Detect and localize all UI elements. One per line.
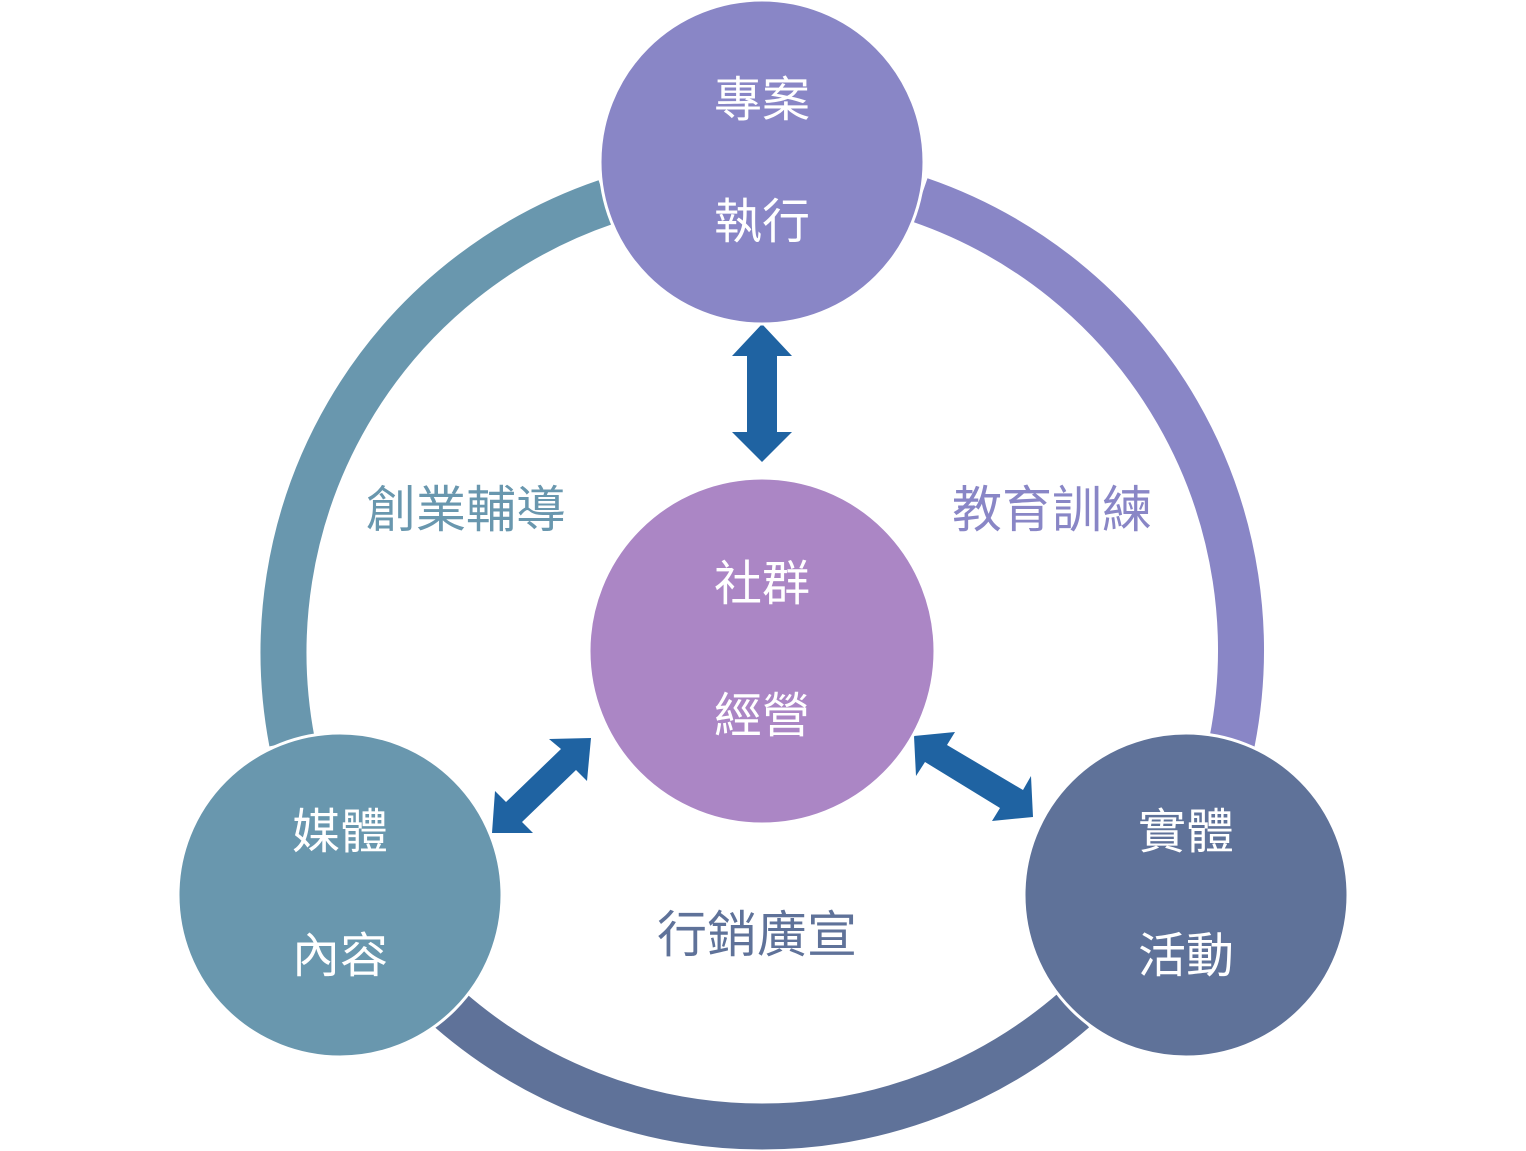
node-right — [1022, 731, 1350, 1059]
edge-label-left: 創業輔導 — [366, 481, 566, 539]
edge-label-right: 教育訓練 — [952, 481, 1152, 539]
arrow-top-center — [732, 324, 792, 462]
arc-bottom — [434, 992, 1090, 1150]
node-center-line2: 經營 — [714, 688, 810, 744]
arc-right — [912, 178, 1264, 747]
arrow-center-right — [914, 732, 1033, 821]
arrow-center-left — [492, 738, 591, 833]
node-right-line1: 實體 — [1138, 804, 1234, 860]
node-right-line2: 活動 — [1138, 928, 1234, 984]
node-left — [176, 731, 504, 1059]
node-center — [587, 476, 937, 826]
arc-left — [260, 180, 614, 747]
edge-label-bottom: 行銷廣宣 — [657, 906, 857, 964]
node-top — [598, 0, 926, 326]
node-center-line1: 社群 — [714, 556, 810, 612]
node-top-line2: 執行 — [714, 194, 810, 250]
node-top-line1: 專案 — [714, 72, 810, 128]
node-left-line2: 內容 — [292, 928, 388, 984]
node-left-line1: 媒體 — [292, 804, 388, 860]
